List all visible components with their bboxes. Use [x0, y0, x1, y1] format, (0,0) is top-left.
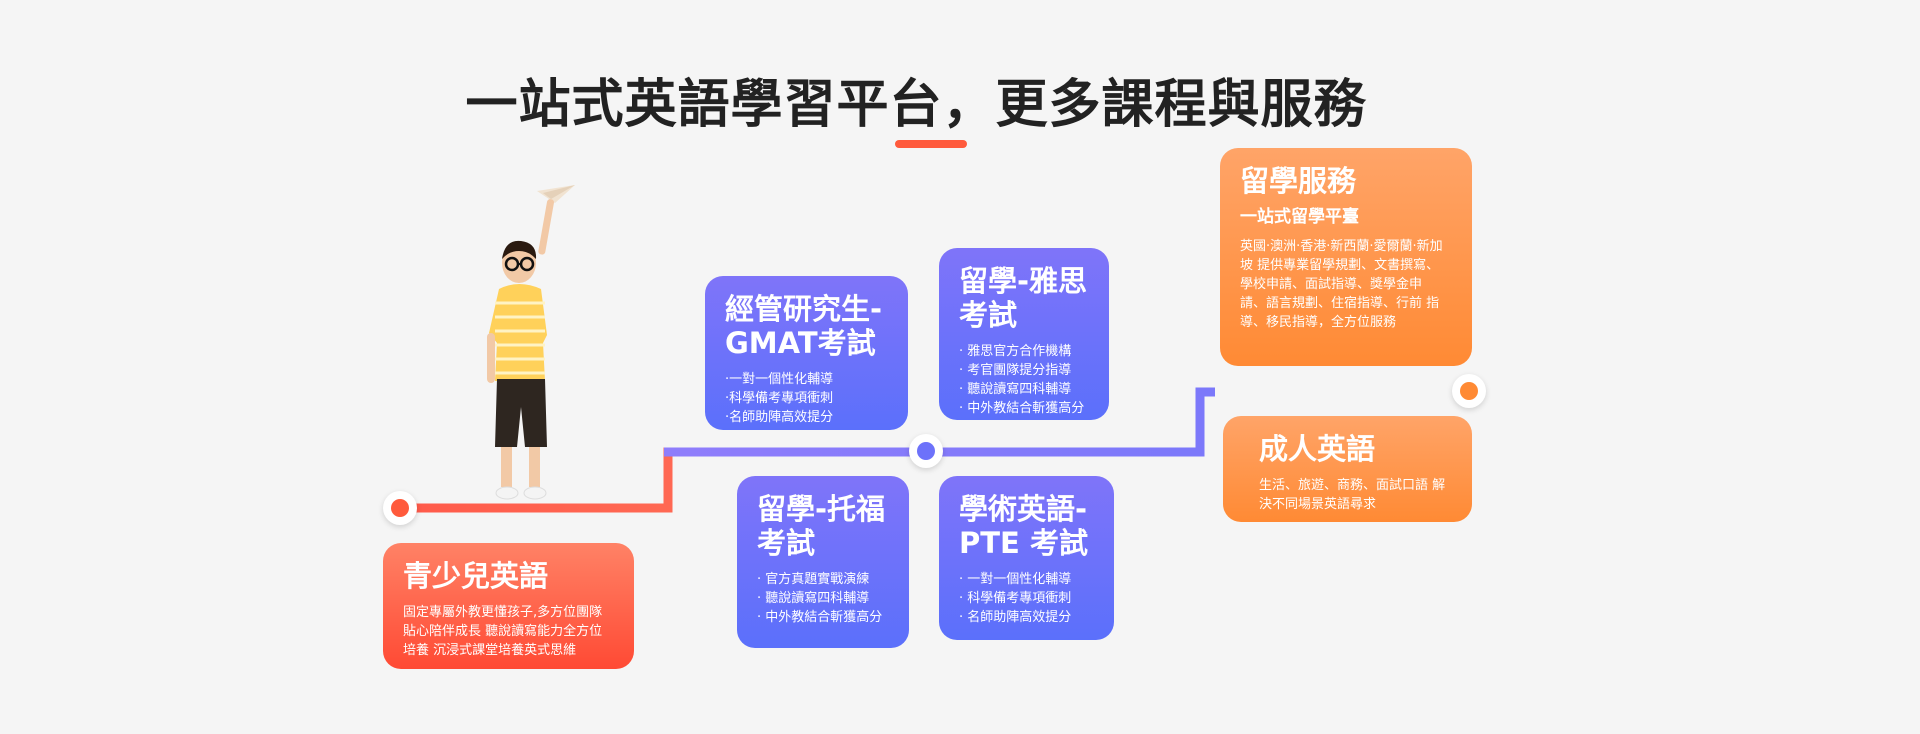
- card-toefl-list: · 官方真題實戰演練 · 聽說讀寫四科輔導 · 中外教結合斬獲高分: [757, 570, 889, 627]
- list-item: · 聽說讀寫四科輔導: [959, 382, 1072, 397]
- list-item: · 名師助陣高效提分: [959, 610, 1072, 625]
- card-adult-english[interactable]: 成人英語 生活、旅遊、商務、面試口語 解決不同場景英語尋求: [1223, 416, 1472, 522]
- card-study-abroad[interactable]: 留學服務 一站式留學平臺 英國·澳洲·香港·新西蘭·愛爾蘭·新加坡 提供專業留學…: [1220, 148, 1472, 366]
- card-gmat[interactable]: 經管研究生-GMAT考試 ·一對一個性化輔導 ·科學備考專項衝刺 ·名師助陣高效…: [705, 276, 908, 430]
- card-study-abroad-desc: 英國·澳洲·香港·新西蘭·愛爾蘭·新加坡 提供專業留學規劃、文書撰寫、學校申請、…: [1240, 239, 1443, 330]
- card-study-abroad-title: 留學服務: [1240, 164, 1357, 198]
- title-underline: [895, 140, 967, 148]
- card-study-abroad-subtitle: 一站式留學平臺: [1240, 207, 1359, 227]
- list-item: · 考官團隊提分指導: [959, 363, 1072, 378]
- child-with-paper-plane-image: [487, 185, 575, 500]
- card-ielts-list: · 雅思官方合作機構 · 考官團隊提分指導 · 聽說讀寫四科輔導 · 中外教結合…: [959, 342, 1089, 418]
- card-pte-list: · 一對一個性化輔導 · 科學備考專項衝刺 · 名師助陣高效提分: [959, 570, 1094, 627]
- list-item: ·一對一個性化輔導: [725, 372, 834, 387]
- list-item: ·科學備考專項衝刺: [725, 391, 834, 406]
- card-pte-title: 學術英語-PTE 考試: [959, 492, 1088, 560]
- card-gmat-list: ·一對一個性化輔導 ·科學備考專項衝刺 ·名師助陣高效提分: [725, 370, 888, 427]
- card-ielts[interactable]: 留學-雅思考試 · 雅思官方合作機構 · 考官團隊提分指導 · 聽說讀寫四科輔導…: [939, 248, 1109, 420]
- list-item: ·名師助陣高效提分: [725, 410, 834, 425]
- list-item: · 官方真題實戰演練: [757, 572, 870, 587]
- timeline-node-teen: [383, 491, 417, 525]
- card-teen-desc: 固定專屬外教更懂孩子,多方位團隊貼心陪伴成長 聽說讀寫能力全方位培養 沉浸式課堂…: [403, 605, 603, 658]
- page-title: 一站式英語學習平台，更多課程與服務: [465, 75, 1367, 135]
- list-item: · 科學備考專項衝刺: [959, 591, 1072, 606]
- card-toefl-title: 留學-托福考試: [757, 492, 886, 560]
- card-ielts-title: 留學-雅思考試: [959, 264, 1088, 332]
- list-item: · 中外教結合斬獲高分: [959, 401, 1085, 416]
- card-adult-title: 成人英語: [1259, 432, 1376, 466]
- card-adult-desc: 生活、旅遊、商務、面試口語 解決不同場景英語尋求: [1259, 478, 1446, 512]
- timeline-node-adult: [1452, 374, 1486, 408]
- timeline-node-center: [909, 434, 943, 468]
- list-item: · 雅思官方合作機構: [959, 344, 1072, 359]
- list-item: · 一對一個性化輔導: [959, 572, 1072, 587]
- card-teen-english[interactable]: 青少兒英語 固定專屬外教更懂孩子,多方位團隊貼心陪伴成長 聽說讀寫能力全方位培養…: [383, 543, 634, 669]
- card-pte[interactable]: 學術英語-PTE 考試 · 一對一個性化輔導 · 科學備考專項衝刺 · 名師助陣…: [939, 476, 1114, 640]
- card-teen-title: 青少兒英語: [403, 559, 549, 593]
- card-toefl[interactable]: 留學-托福考試 · 官方真題實戰演練 · 聽說讀寫四科輔導 · 中外教結合斬獲高…: [737, 476, 909, 648]
- card-gmat-title: 經管研究生-GMAT考試: [725, 292, 883, 360]
- list-item: · 中外教結合斬獲高分: [757, 610, 883, 625]
- list-item: · 聽說讀寫四科輔導: [757, 591, 870, 606]
